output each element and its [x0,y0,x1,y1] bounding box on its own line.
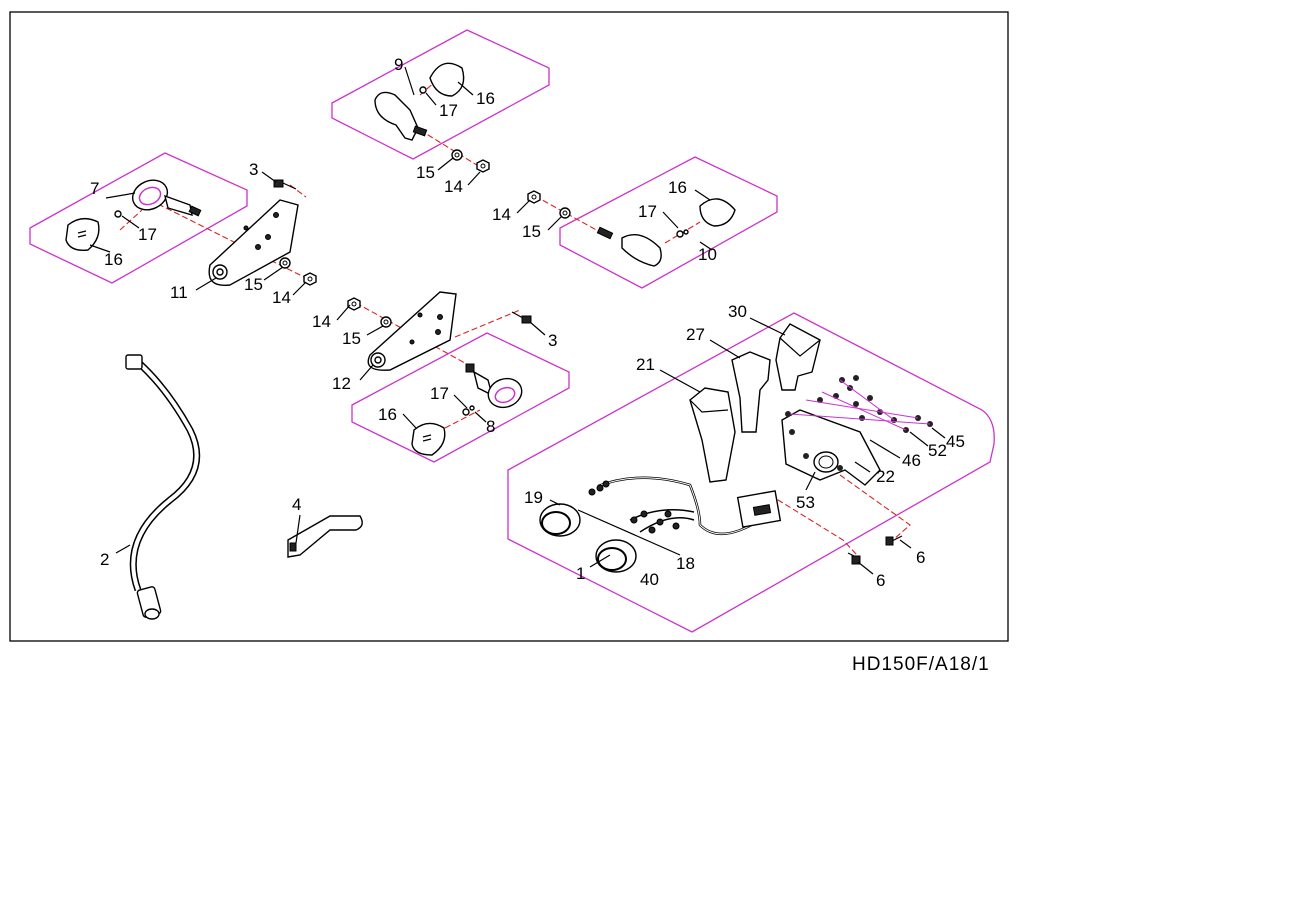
callout-40: 40 [640,570,659,589]
group-outline-1 [507,312,995,633]
callout-52: 52 [928,441,947,460]
callout-15-mid: 15 [522,222,541,241]
bracket-11 [208,199,299,287]
turn-signal-10 [596,198,736,267]
callout-2: 2 [100,550,109,569]
callout-17-group9: 17 [439,101,458,120]
drawing-code: HD150F/A18/1 [852,654,990,675]
callout-4: 4 [292,495,301,514]
meter-bracket-27 [731,351,771,433]
callout-14-upper: 14 [444,177,463,196]
callout-14-left: 14 [272,288,291,307]
washer-15d [380,316,392,328]
callout-22: 22 [876,467,895,486]
wire-harness-18 [588,476,782,536]
callout-17-group10: 17 [638,202,657,221]
callout-9: 9 [394,55,403,74]
screw-6b [847,552,861,565]
turn-signal-8 [411,363,523,456]
indicator-panel-22 [781,375,933,486]
callout-27: 27 [686,325,705,344]
washer-15a [279,257,291,269]
screw-6a [885,535,903,546]
callout-3-upper: 3 [249,160,258,179]
indicator-bulb-19 [539,503,581,537]
callout-14-lower: 14 [312,312,331,331]
meter-cover-21 [689,387,736,483]
diagram-frame [9,11,1009,642]
callout-8: 8 [486,417,495,436]
callout-3-lower: 3 [548,331,557,350]
callout-46: 46 [902,451,921,470]
washer-15c [559,207,571,219]
callout-15-lower: 15 [342,329,361,348]
callout-19: 19 [524,488,543,507]
callout-1: 1 [576,564,585,583]
callout-6-lower: 6 [876,571,885,590]
bracket-4 [287,515,363,558]
speedometer-cable-2 [125,354,201,620]
group-outline-7 [29,152,248,284]
callout-30: 30 [728,302,747,321]
bolt-3b [511,311,532,324]
bolt-3a [273,179,297,190]
callout-53: 53 [796,493,815,512]
nut-14a [303,272,317,286]
callout-12: 12 [332,374,351,393]
group-outline-8 [351,332,570,463]
callout-16-group9: 16 [476,89,495,108]
nut-14c [527,190,541,204]
nut-14b [476,159,490,173]
callout-21: 21 [636,355,655,374]
callout-7: 7 [90,179,99,198]
callout-17-group8: 17 [430,384,449,403]
callout-6-right: 6 [916,548,925,567]
washer-15b [451,149,463,161]
nut-14d [347,297,361,311]
callout-10: 10 [698,245,717,264]
callout-16-group7: 16 [104,250,123,269]
callout-11: 11 [170,283,188,302]
callout-14-mid: 14 [492,205,511,224]
meter-case-30 [775,323,821,391]
callout-45: 45 [946,432,965,451]
bracket-12 [367,291,457,371]
callout-18: 18 [676,554,695,573]
callout-15-upper: 15 [416,163,435,182]
turn-signal-7 [65,179,202,251]
callout-16-group10: 16 [668,178,687,197]
callout-16-group8: 16 [378,405,397,424]
meter-lamp-40 [595,539,637,573]
callout-15-left: 15 [244,275,263,294]
callout-17-group7: 17 [138,225,157,244]
group-outline-10 [559,156,778,289]
turn-signal-9 [374,62,465,141]
group-outline-9 [331,29,550,160]
